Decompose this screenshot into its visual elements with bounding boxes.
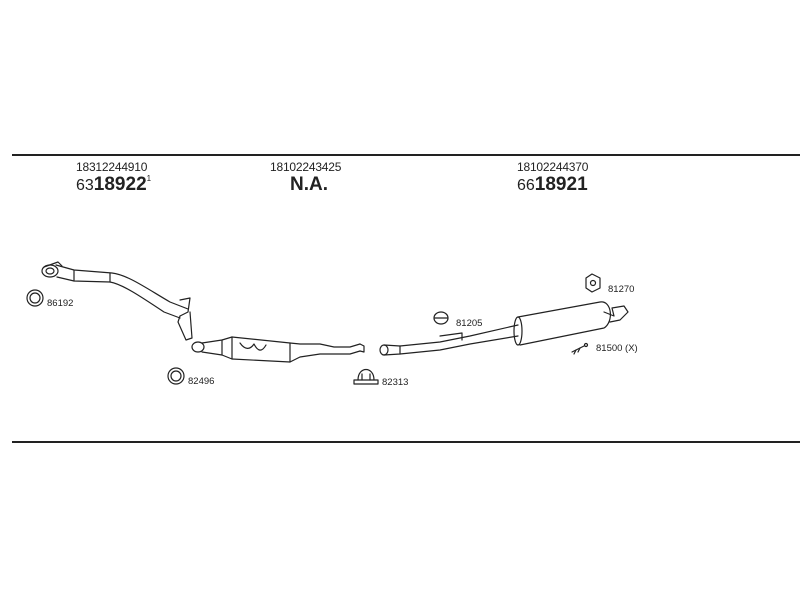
mounting-kit-icon <box>571 342 589 355</box>
callout-gasket-front: 86192 <box>47 298 73 309</box>
rear-pipe <box>379 324 519 356</box>
ref-number-rear: 6618921 <box>517 174 588 196</box>
ref-main: 18922 <box>93 174 147 195</box>
gasket-mid-icon <box>167 367 185 385</box>
callout-clamp: 82313 <box>382 377 408 388</box>
middle-silencer <box>191 336 365 363</box>
callout-rubber-mount: 81270 <box>608 284 634 295</box>
ref-prefix: 66 <box>517 177 535 194</box>
rear-silencer <box>513 301 629 346</box>
ref-prefix: 63 <box>76 177 94 194</box>
top-divider <box>12 154 800 156</box>
ref-number-middle: N.A. <box>290 174 328 195</box>
front-pipe <box>41 261 193 341</box>
part-number-rear: 18102244370 <box>517 160 589 174</box>
clamp-icon <box>353 368 379 385</box>
bottom-divider <box>12 441 800 443</box>
gasket-front-icon <box>26 289 44 307</box>
callout-gasket-mid: 82496 <box>188 376 214 387</box>
callout-mounting-kit: 81500 (X) <box>596 343 638 354</box>
ref-number-front: 63189221 <box>76 174 151 196</box>
part-number-front: 18312244910 <box>76 160 148 174</box>
part-number-middle: 18102243425 <box>270 160 342 174</box>
ref-main: 18921 <box>534 174 588 195</box>
ring-rear-icon <box>433 311 449 325</box>
rubber-mount-icon <box>585 273 601 293</box>
callout-ring-rear: 81205 <box>456 318 482 329</box>
ref-suffix: 1 <box>146 174 152 183</box>
